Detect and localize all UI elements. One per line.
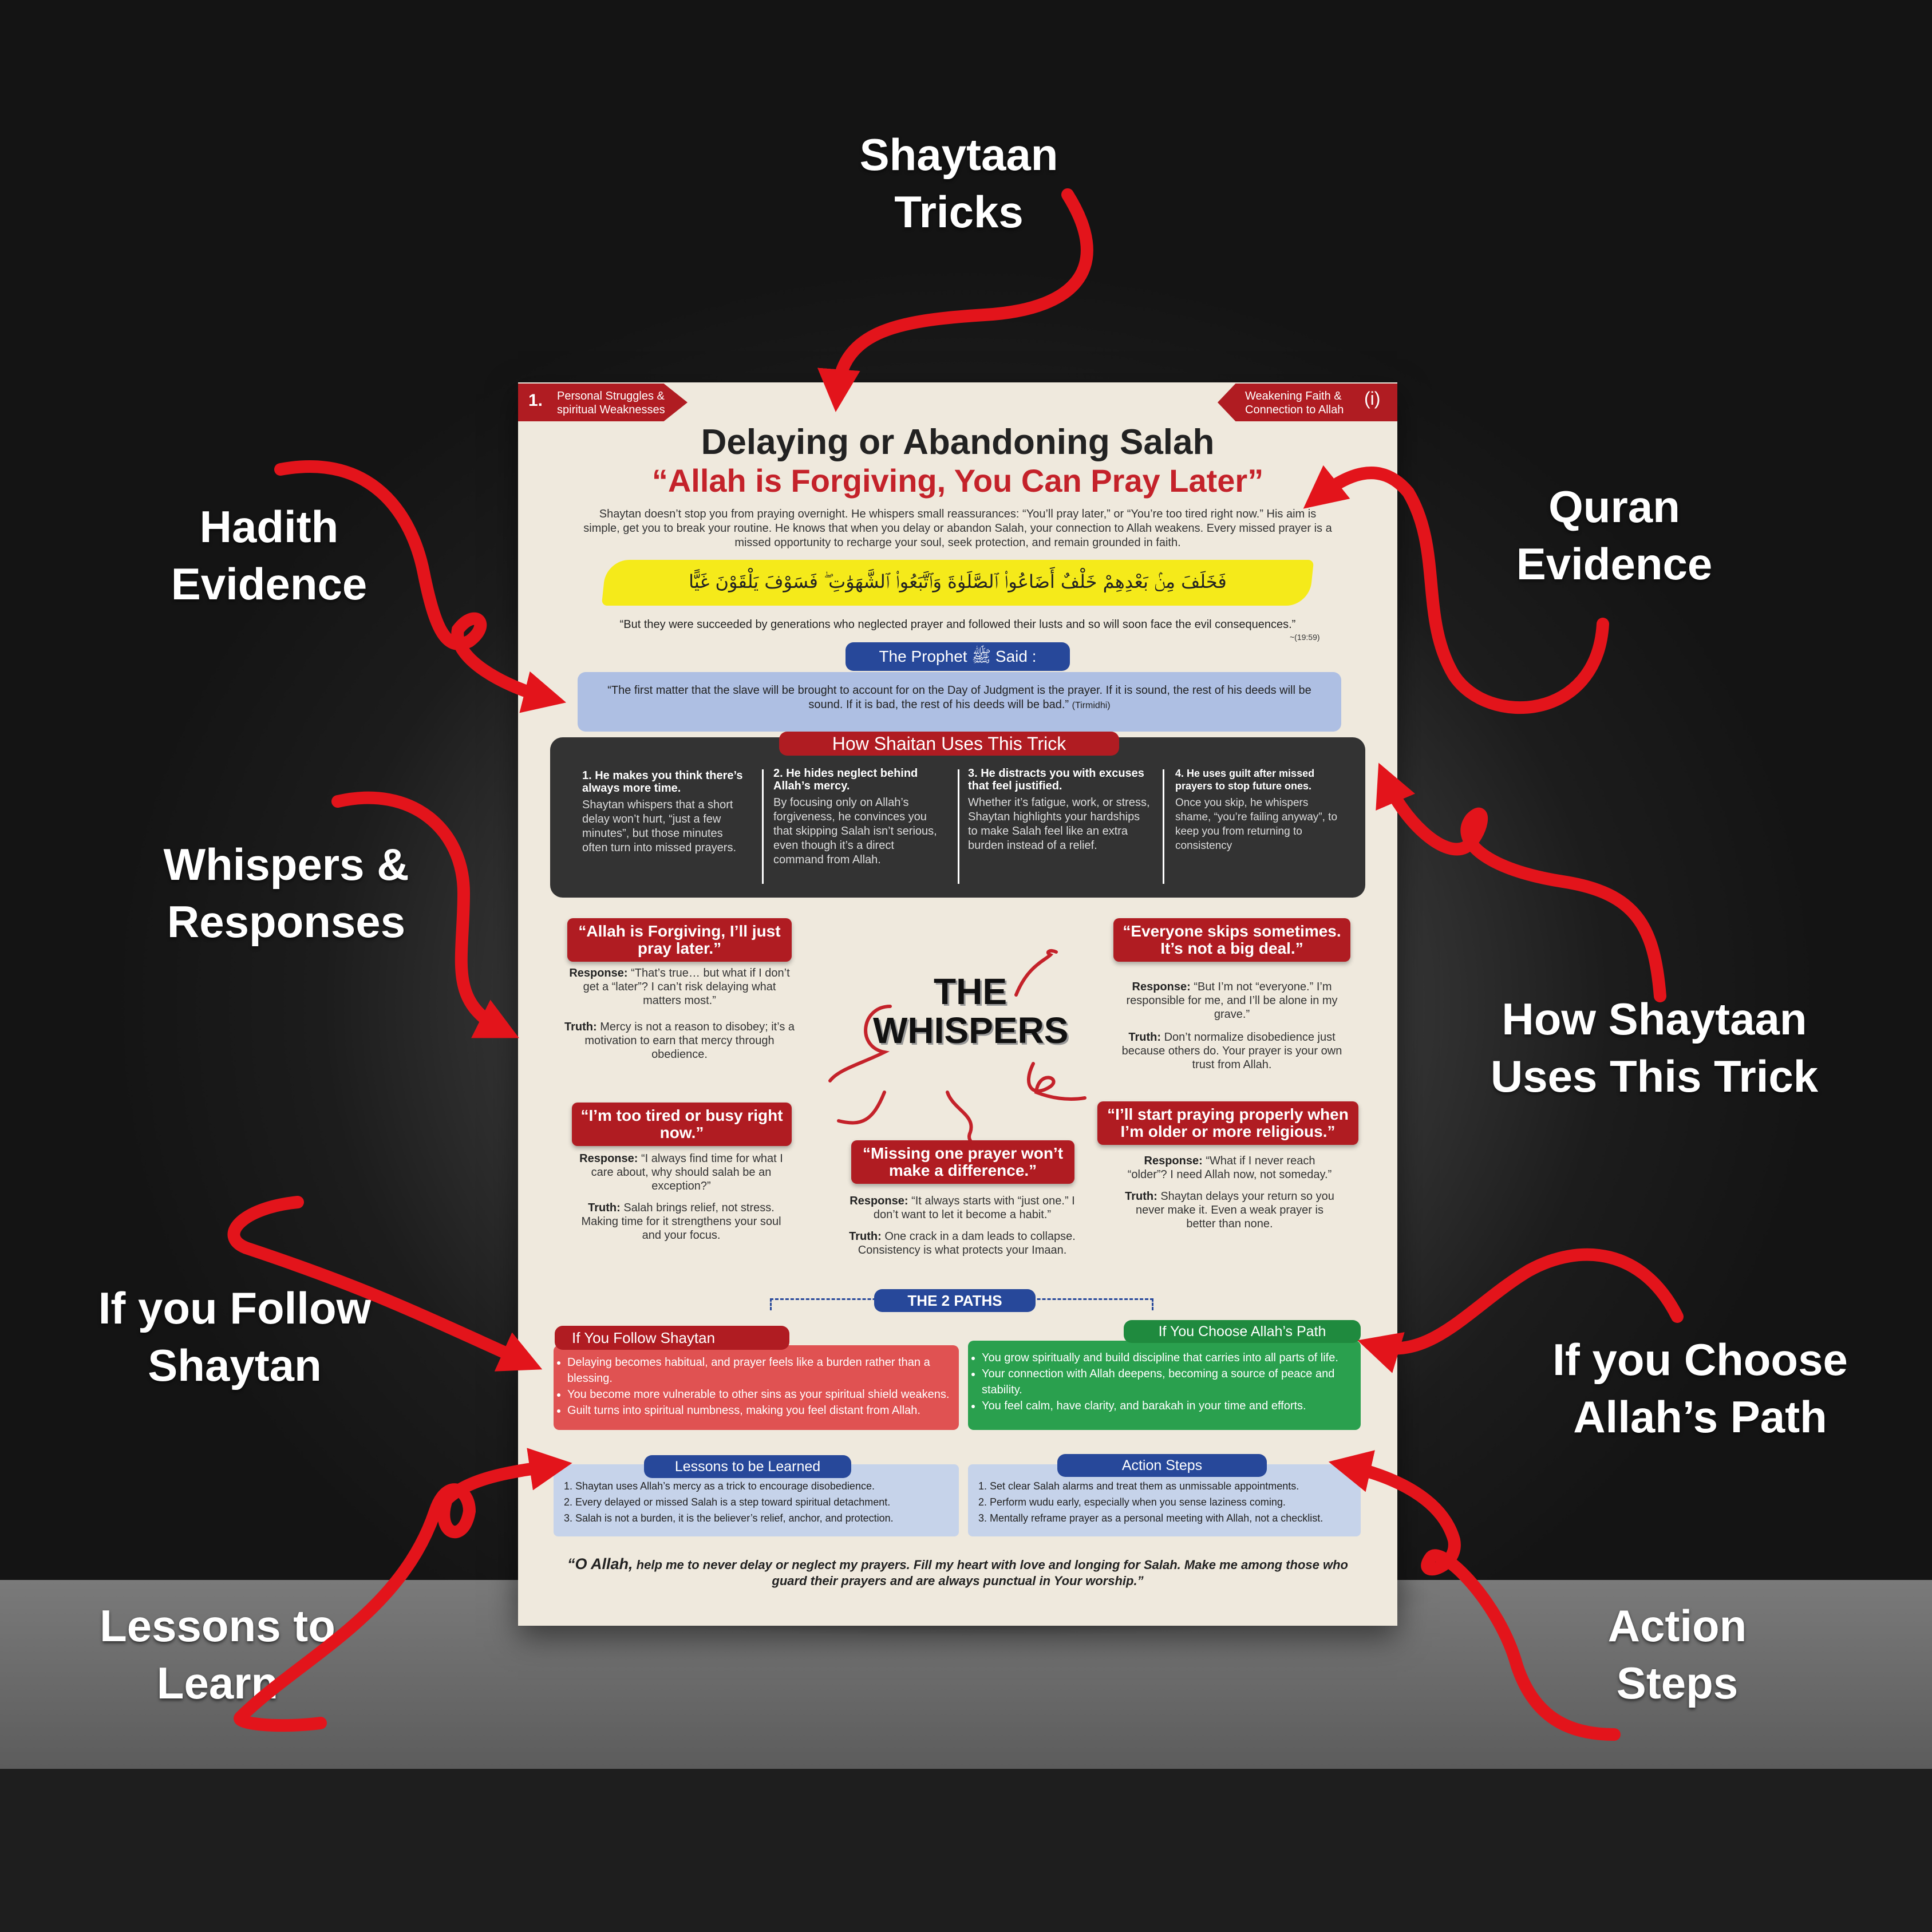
arrow-to-whispers	[331, 791, 519, 1038]
lessons-box: Shaytan uses Allah’s mercy as a trick to…	[554, 1464, 959, 1536]
divider	[1163, 769, 1164, 884]
trick-step: 3. He distracts you with excuses that fe…	[968, 767, 1150, 852]
swirl-arrow	[1014, 949, 1058, 997]
poster: 1. Personal Struggles & spiritual Weakne…	[518, 382, 1397, 1626]
arrow-to-title	[817, 188, 1093, 412]
intro-text: Shaytan doesn’t stop you from praying ov…	[583, 508, 1332, 549]
swirl-arrow	[828, 1005, 892, 1082]
arabic-verse: فَخَلَفَ مِنۢ بَعْدِهِمْ خَلْفٌ أَضَاعُو…	[689, 571, 1227, 592]
hadith-box: “The first matter that the slave will be…	[578, 672, 1341, 732]
trick-step: 1. He makes you think there’s always mor…	[582, 769, 743, 854]
action-header: Action Steps	[1057, 1454, 1267, 1477]
whisper-quote: “Everyone skips sometimes. It’s not a bi…	[1113, 918, 1350, 962]
arrow-to-hadith	[274, 460, 567, 713]
whisper-response-block: Response: “What if I never reach “older”…	[1125, 1155, 1334, 1230]
left-tag: 1. Personal Struggles & spiritual Weakne…	[518, 384, 688, 421]
whisper-quote: “Missing one prayer won’t make a differe…	[851, 1140, 1074, 1184]
whisper-response-block: Response: “That’s true… but what if I do…	[564, 967, 795, 1061]
trick-step: 2. He hides neglect behind Allah’s mercy…	[773, 767, 937, 866]
trick-header: How Shaitan Uses This Trick	[779, 732, 1119, 756]
verse-reference: ~(19:59)	[1290, 633, 1320, 642]
whisper-quote: “I’m too tired or busy right now.”	[572, 1103, 792, 1146]
trick-step: 4. He uses guilt after missed prayers to…	[1175, 768, 1338, 852]
divider	[958, 769, 959, 884]
info-badge: (i)	[1364, 388, 1381, 409]
arrow-to-action	[1328, 1450, 1621, 1741]
hadith-reference: (Tirmidhi)	[1072, 701, 1111, 710]
choose-header: If You Choose Allah’s Path	[1124, 1320, 1361, 1343]
poster-subtitle: “Allah is Forgiving, You Can Pray Later”	[651, 463, 1264, 499]
hadith-text: “The first matter that the slave will be…	[607, 684, 1311, 711]
lessons-header: Lessons to be Learned	[644, 1455, 851, 1478]
arrow-to-quran	[1303, 465, 1609, 714]
trick-steps: 1. He makes you think there’s always mor…	[550, 767, 1365, 884]
whisper-response-block: Response: “It always starts with “just o…	[849, 1195, 1076, 1257]
paths-header: THE 2 PATHS	[874, 1289, 1036, 1312]
floor-base	[0, 1769, 1932, 1932]
dua-text: “O Allah, help me to never delay or negl…	[567, 1555, 1348, 1588]
swirl-arrow	[837, 1091, 886, 1125]
swirl-arrow	[1026, 1062, 1086, 1101]
arrow-to-choose	[1357, 1248, 1684, 1373]
whisper-quote: “Allah is Forgiving, I’ll just pray late…	[567, 918, 792, 962]
arrow-to-follow	[227, 1196, 543, 1372]
whisper-quote: “I’ll start praying properly when I’m ol…	[1097, 1101, 1358, 1145]
verse-translation: “But they were succeeded by generations …	[619, 618, 1296, 631]
callout-whispers-responses: Whispers &Responses	[163, 839, 409, 947]
whisper-response-block: Response: “But I’m not “everyone.” I’m r…	[1121, 981, 1342, 1071]
arrow-to-lessons	[234, 1448, 572, 1732]
dua-lead: “O Allah,	[567, 1555, 633, 1573]
right-tag: Weakening Faith & Connection to Allah (i…	[1218, 384, 1397, 421]
prophet-said-header: The Prophet ﷺ Said :	[846, 642, 1070, 671]
follow-header: If You Follow Shaytan	[555, 1326, 789, 1350]
whisper-response-block: Response: “I always find time for what I…	[579, 1152, 783, 1242]
divider	[762, 769, 764, 884]
follow-box: Delaying becomes habitual, and prayer fe…	[554, 1345, 959, 1430]
arrow-to-trick	[1376, 762, 1666, 1002]
choose-box: You grow spiritually and build disciplin…	[968, 1341, 1361, 1430]
poster-title: Delaying or Abandoning Salah	[701, 422, 1215, 462]
